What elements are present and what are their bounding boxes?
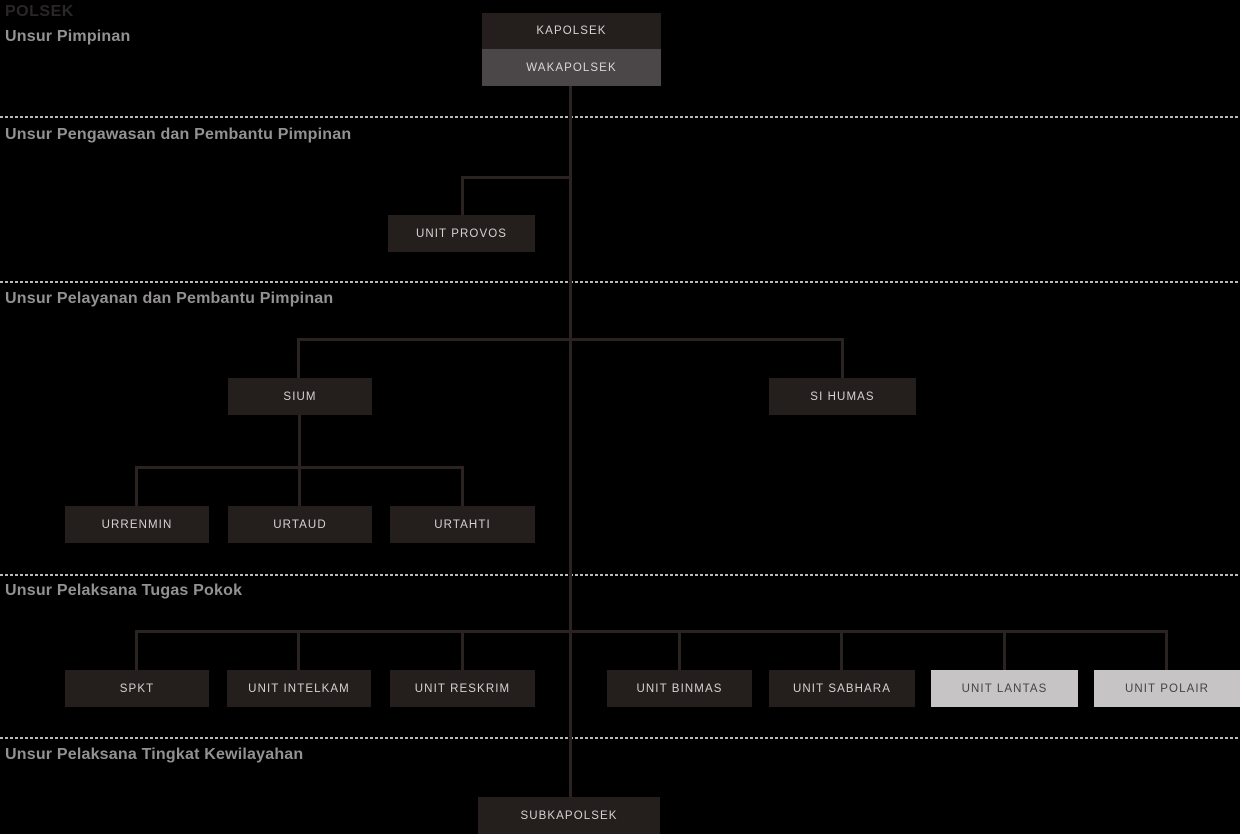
node-wakapolsek: WAKAPOLSEK — [482, 49, 661, 86]
connector-trunk — [569, 85, 572, 797]
connector-sabhara-stub — [840, 630, 843, 671]
section-divider-3 — [0, 574, 1240, 576]
node-unit-provos: UNIT PROVOS — [388, 215, 535, 252]
section-divider-2 — [0, 281, 1240, 283]
section-divider-1 — [0, 116, 1240, 118]
connector-intelkam-stub — [297, 630, 300, 671]
connector-urrenmin-stub — [135, 466, 138, 507]
connector-urtahti-stub — [461, 466, 464, 507]
connector-provos-horizontal — [461, 176, 571, 179]
node-sium: SIUM — [228, 378, 372, 415]
node-urrenmin: URRENMIN — [65, 506, 209, 543]
connector-binmas-stub — [678, 630, 681, 671]
connector-reskrim-stub — [461, 630, 464, 671]
connector-sium-down — [298, 415, 301, 469]
connector-polair-stub — [1165, 630, 1168, 671]
node-urtahti: URTAHTI — [390, 506, 535, 543]
connector-provos-vertical — [461, 176, 464, 216]
section-header-unsur-pimpinan: Unsur Pimpinan — [5, 28, 131, 45]
node-si-humas: SI HUMAS — [769, 378, 916, 415]
connector-urtaud-stub — [298, 466, 301, 507]
node-unit-lantas: UNIT LANTAS — [931, 670, 1078, 707]
section-header-unsur-pelayanan: Unsur Pelayanan dan Pembantu Pimpinan — [5, 290, 334, 307]
connector-spkt-stub — [135, 630, 138, 671]
node-urtaud: URTAUD — [228, 506, 372, 543]
connector-sihumas-stub — [841, 338, 844, 379]
section-header-unsur-pengawasan: Unsur Pengawasan dan Pembantu Pimpinan — [5, 126, 352, 143]
node-spkt: SPKT — [65, 670, 209, 707]
node-subkapolsek: SUBKAPOLSEK — [478, 797, 660, 834]
node-unit-reskrim: UNIT RESKRIM — [390, 670, 535, 707]
connector-lantas-stub — [1003, 630, 1006, 671]
section-header-unsur-pelaksana-kewilayahan: Unsur Pelaksana Tingkat Kewilayahan — [5, 746, 304, 763]
node-unit-binmas: UNIT BINMAS — [607, 670, 752, 707]
section-divider-4 — [0, 737, 1240, 739]
connector-tugas-pokok-horizontal — [135, 630, 1168, 633]
node-kapolsek: KAPOLSEK — [482, 13, 661, 49]
node-unit-intelkam: UNIT INTELKAM — [227, 670, 371, 707]
node-unit-sabhara: UNIT SABHARA — [769, 670, 915, 707]
connector-sium-stub — [297, 338, 300, 379]
page-title: POLSEK — [5, 3, 74, 20]
node-unit-polair: UNIT POLAIR — [1094, 670, 1240, 707]
section-header-unsur-pelaksana-tugas-pokok: Unsur Pelaksana Tugas Pokok — [5, 582, 243, 599]
connector-sium-sihumas-horizontal — [297, 338, 844, 341]
